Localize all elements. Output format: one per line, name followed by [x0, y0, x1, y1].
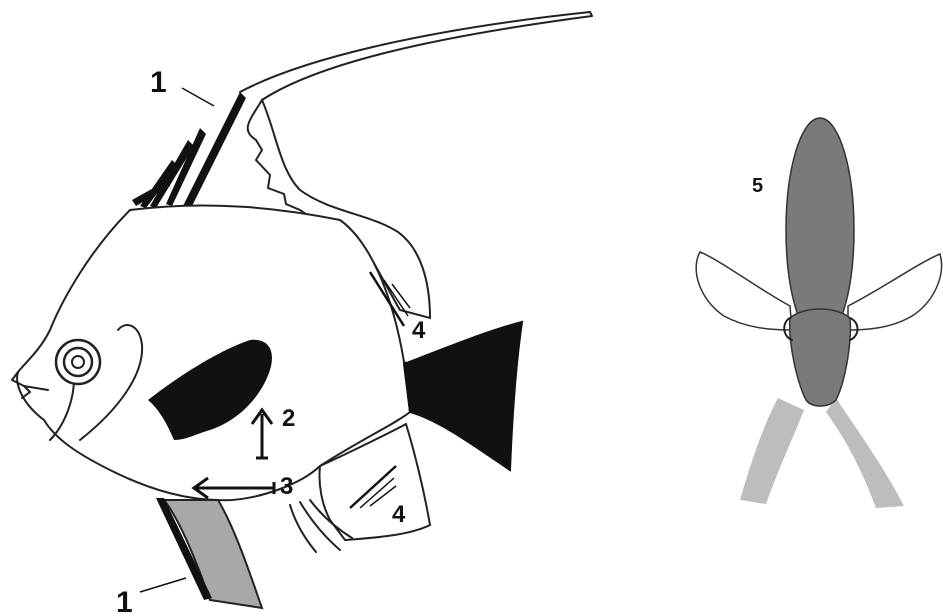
dorsal-filament	[240, 12, 592, 100]
label-anal-fin: 4	[392, 501, 406, 528]
front-pectoral-right	[848, 254, 942, 330]
fish-side-view	[12, 12, 592, 608]
label-pelvic-fin: 1	[116, 586, 133, 616]
pelvic-fin	[164, 500, 262, 608]
tail-fin	[404, 322, 522, 470]
front-lower-fin-right	[826, 398, 904, 508]
front-pectoral-left	[696, 252, 792, 330]
dorsal-spine-leader	[182, 88, 214, 106]
label-dorsal-soft-fin: 4	[412, 317, 426, 344]
label-vertical-arrow: 2	[282, 405, 295, 432]
front-head	[790, 309, 851, 406]
label-front-view: 5	[752, 175, 763, 197]
label-dorsal-spine: 1	[150, 66, 167, 99]
front-lower-fin-left	[740, 398, 804, 504]
eye	[56, 340, 100, 384]
dorsal-spines	[132, 92, 246, 210]
fish-front-view	[696, 118, 941, 508]
label-horizontal-arrow: 3	[280, 473, 293, 500]
pelvic-spine-leader	[140, 578, 186, 592]
